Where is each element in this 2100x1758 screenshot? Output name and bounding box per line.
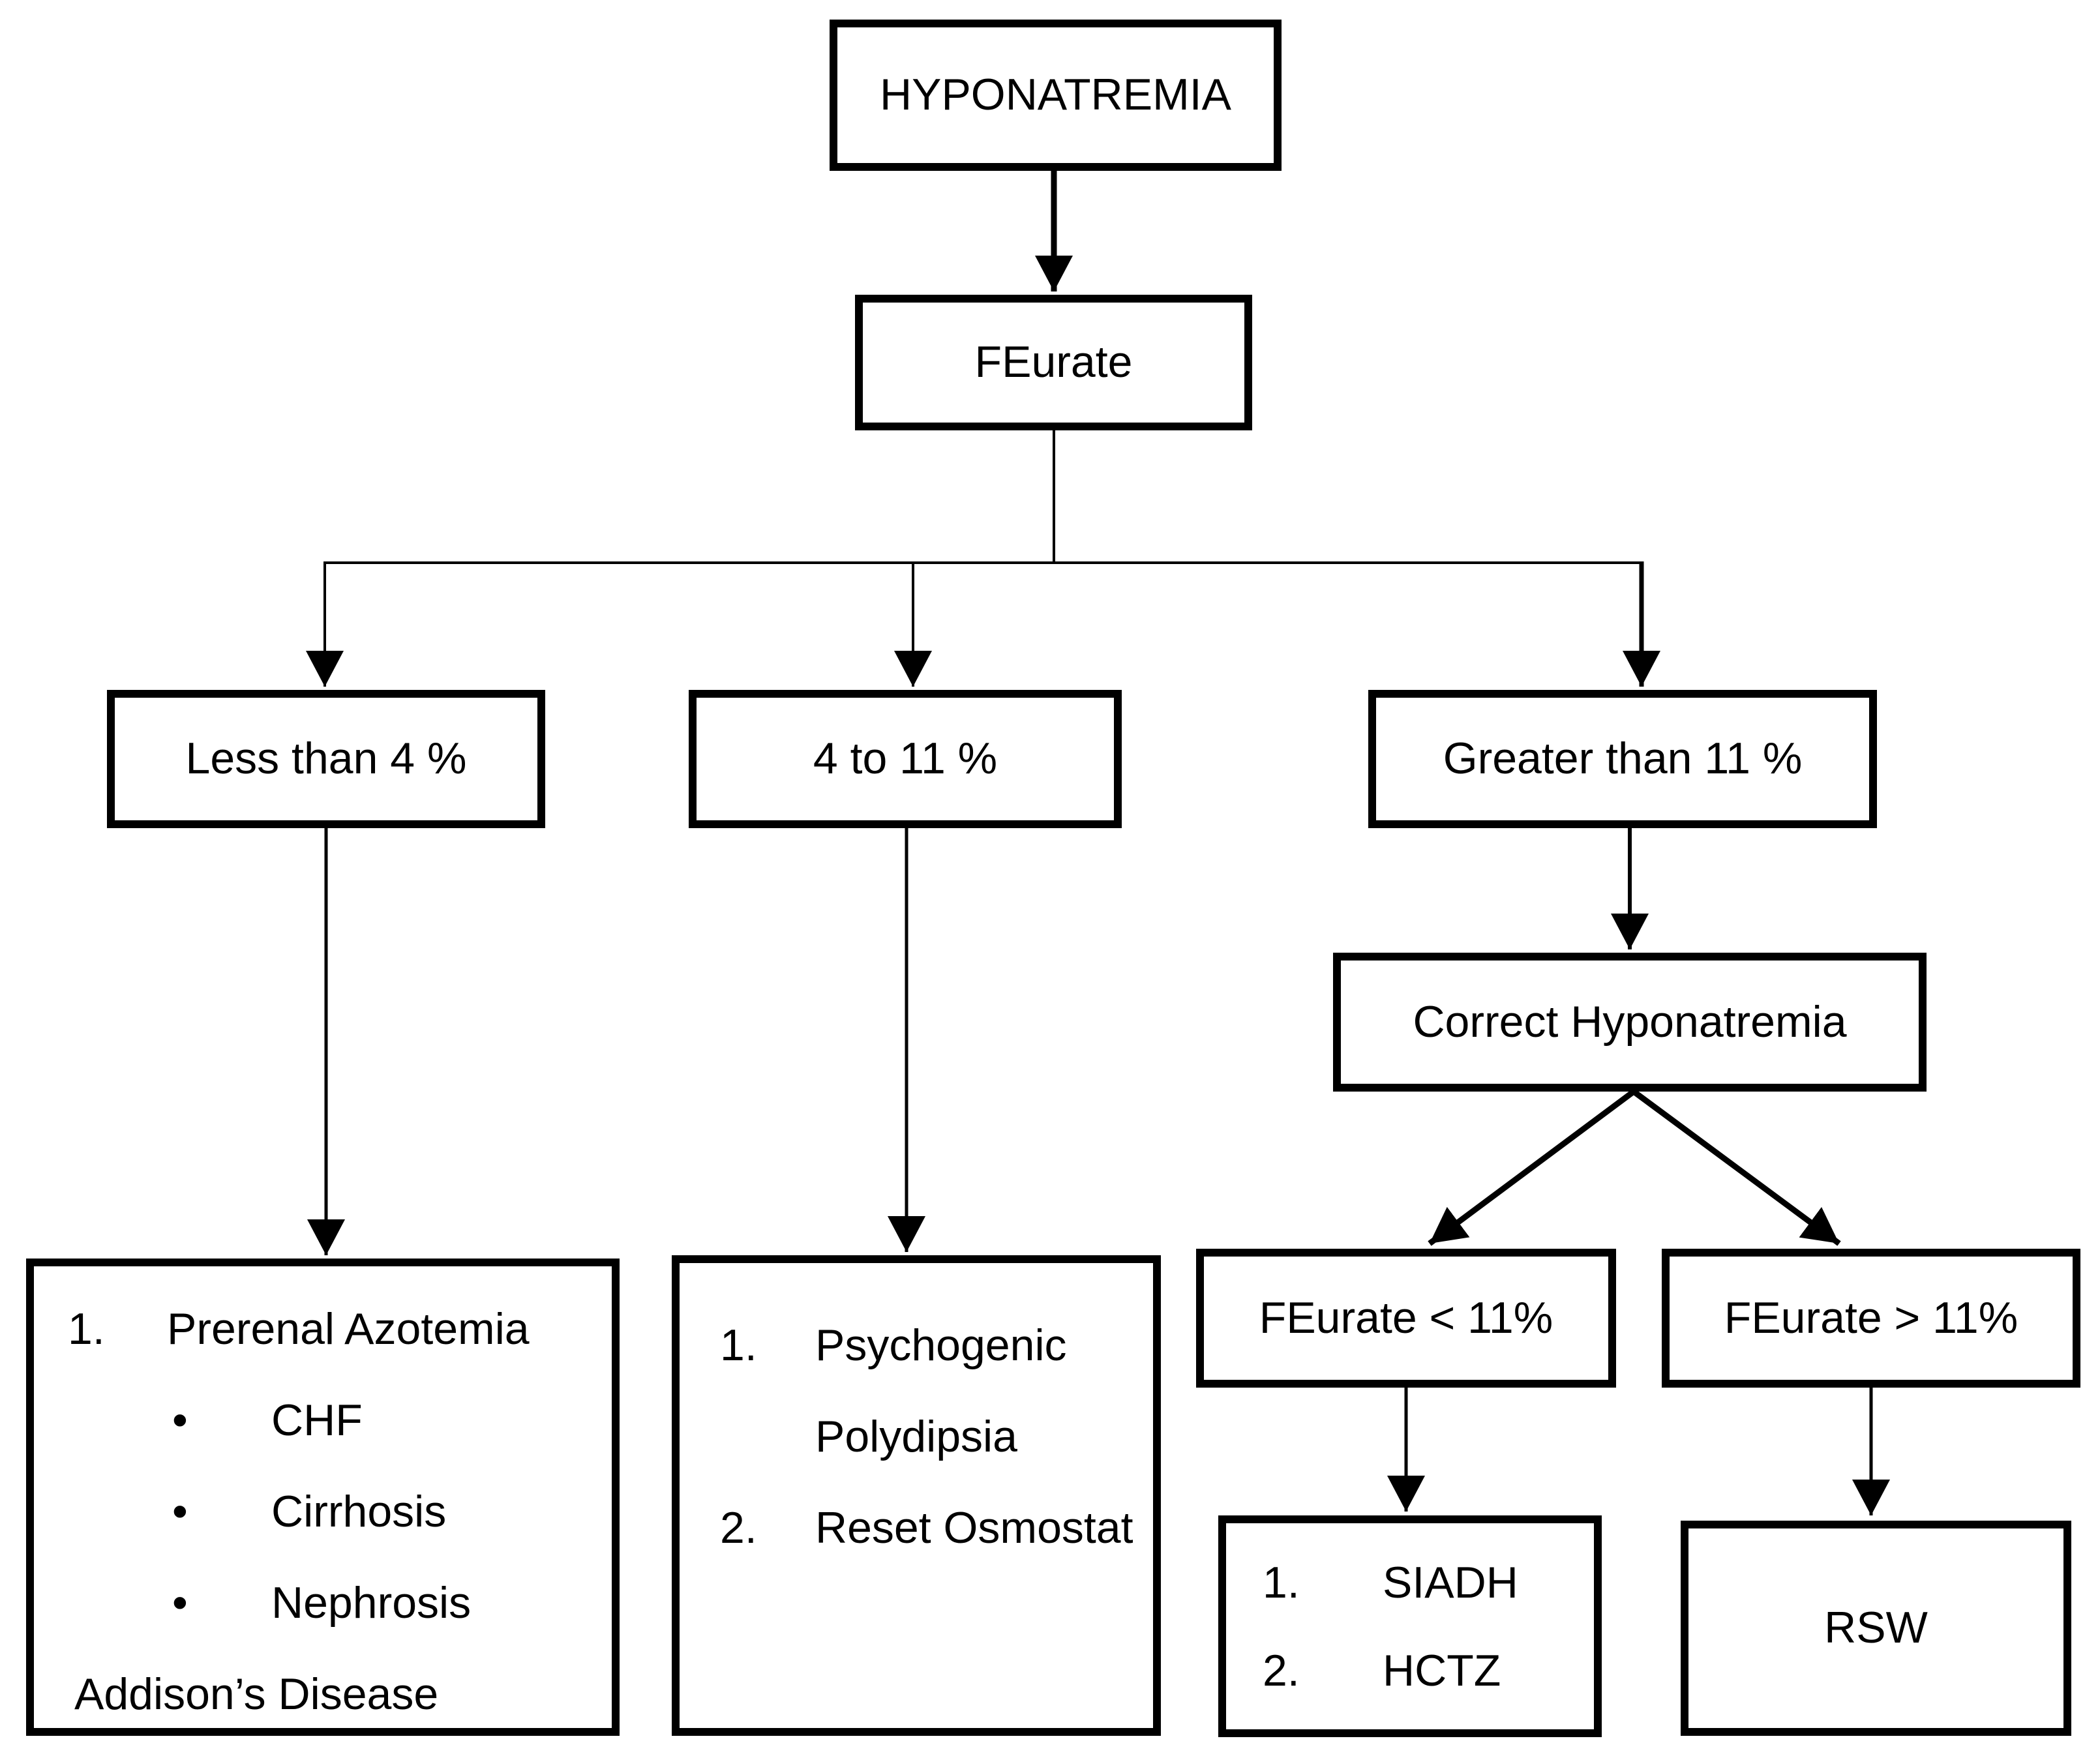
list-item: • Nephrosis bbox=[34, 1557, 612, 1648]
list-item: 1. SIADH bbox=[1226, 1539, 1594, 1627]
node-4-to-11-causes: 1. Psychogenic Polydipsia 2. Reset Osmos… bbox=[672, 1255, 1161, 1736]
node-feurate-label: FEurate bbox=[974, 337, 1133, 387]
node-4-to-11-label: 4 to 11 % bbox=[813, 734, 998, 784]
node-greater-than-11-label: Greater than 11 % bbox=[1443, 734, 1803, 784]
node-less-than-4: Less than 4 % bbox=[107, 690, 545, 828]
list-item: 1. Prerenal Azotemia bbox=[34, 1283, 612, 1375]
node-feurate: FEurate bbox=[855, 295, 1252, 430]
node-feurate-lt-11-causes: 1. SIADH 2. HCTZ bbox=[1218, 1515, 1602, 1737]
node-feurate-lt-11-label: FEurate < 11% bbox=[1259, 1292, 1553, 1343]
node-feurate-lt-11: FEurate < 11% bbox=[1196, 1249, 1616, 1388]
list-item-text: Addison’s Disease bbox=[74, 1669, 439, 1719]
list-item: • Cirrhosis bbox=[34, 1466, 612, 1557]
list-item: • CHF bbox=[34, 1375, 612, 1466]
node-hyponatremia: HYPONATREMIA bbox=[830, 20, 1282, 171]
node-less-than-4-label: Less than 4 % bbox=[185, 734, 467, 784]
node-correct-hyponatremia-label: Correct Hyponatremia bbox=[1413, 996, 1847, 1047]
edge-correct-to-feurate-gt-11 bbox=[1632, 1089, 1841, 1246]
node-correct-hyponatremia: Correct Hyponatremia bbox=[1333, 953, 1927, 1092]
list-item: 2. HCTZ bbox=[1226, 1627, 1594, 1715]
list-item-text: Psychogenic Polydipsia bbox=[815, 1320, 1067, 1461]
bullet-icon: • bbox=[172, 1487, 188, 1536]
list-item: Addison’s Disease bbox=[34, 1648, 612, 1740]
list-item-text: Prerenal Azotemia bbox=[167, 1304, 530, 1354]
edge-correct-to-feurate-lt-11 bbox=[1428, 1089, 1636, 1246]
bullet-icon: • bbox=[172, 1395, 188, 1445]
list-item-number: 1. bbox=[720, 1320, 757, 1370]
node-rsw: RSW bbox=[1681, 1521, 2071, 1736]
list-item: 2. Reset Osmostat bbox=[680, 1482, 1153, 1573]
node-4-to-11: 4 to 11 % bbox=[689, 690, 1122, 828]
list-item-number: 1. bbox=[1263, 1558, 1300, 1607]
list-item-number: 2. bbox=[1263, 1646, 1300, 1695]
list-item: 1. Psychogenic Polydipsia bbox=[680, 1300, 1153, 1482]
node-feurate-gt-11-label: FEurate > 11% bbox=[1724, 1292, 2018, 1343]
list-item-text: HCTZ bbox=[1383, 1646, 1501, 1695]
node-less-than-4-causes: 1. Prerenal Azotemia • CHF • Cirrhosis •… bbox=[26, 1259, 620, 1736]
list-item-number: 2. bbox=[720, 1503, 757, 1553]
list-item-text: CHF bbox=[271, 1395, 363, 1445]
list-item-text: Reset Osmostat bbox=[815, 1503, 1133, 1553]
list-item-text: SIADH bbox=[1383, 1558, 1518, 1607]
node-rsw-label: RSW bbox=[1824, 1603, 1928, 1653]
bullet-icon: • bbox=[172, 1578, 188, 1628]
node-hyponatremia-label: HYPONATREMIA bbox=[879, 70, 1232, 120]
list-item-text: Cirrhosis bbox=[271, 1487, 447, 1536]
node-greater-than-11: Greater than 11 % bbox=[1368, 690, 1877, 828]
list-item-text: Nephrosis bbox=[271, 1578, 472, 1628]
node-feurate-gt-11: FEurate > 11% bbox=[1662, 1249, 2080, 1388]
list-item-number: 1. bbox=[68, 1304, 105, 1354]
